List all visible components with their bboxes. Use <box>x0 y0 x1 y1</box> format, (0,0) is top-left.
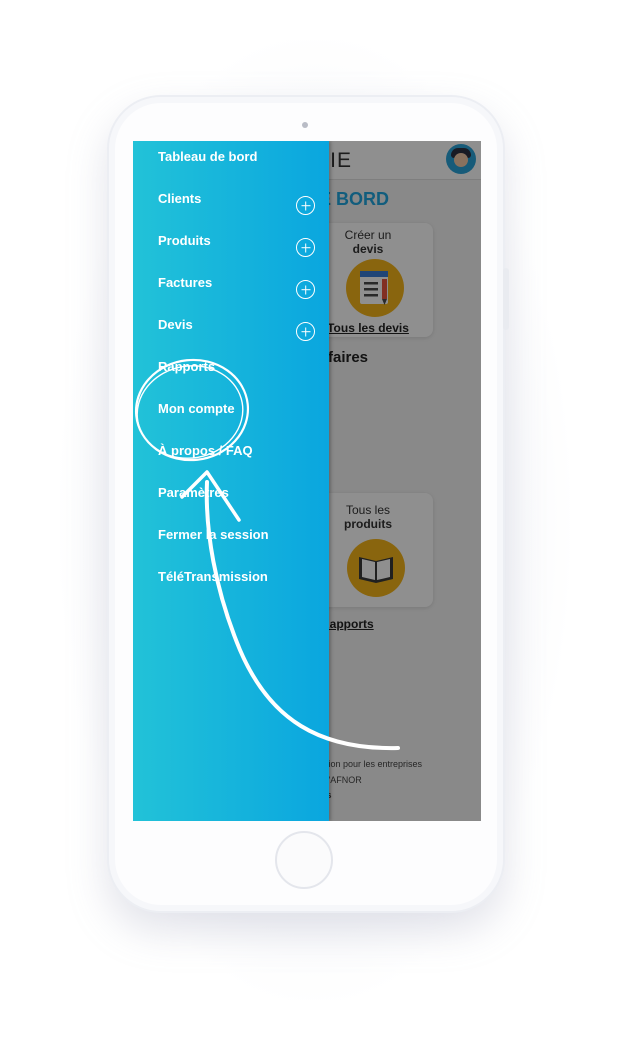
all-quotes-link[interactable]: Tous les devis <box>327 321 409 335</box>
drawer-item-label: TéléTransmission <box>158 569 268 584</box>
footer-line2: r l'AFNOR <box>321 775 362 785</box>
section-title: ffaires <box>323 349 369 366</box>
phone-side-button <box>503 268 509 330</box>
plus-circle-icon[interactable] <box>296 196 315 215</box>
drawer-item-label: Produits <box>158 233 211 248</box>
drawer-item-label: Devis <box>158 317 193 332</box>
quote-document-icon-svg <box>360 271 388 305</box>
drawer-item-label: Fermer la session <box>158 527 269 542</box>
drawer-item-7[interactable]: À propos / FAQ <box>133 443 329 485</box>
quote-document-icon <box>346 259 404 317</box>
drawer-item-9[interactable]: Fermer la session <box>133 527 329 569</box>
plus-circle-icon[interactable] <box>296 280 315 299</box>
drawer-item-label: À propos / FAQ <box>158 443 253 458</box>
create-quote-line1: Créer un <box>344 228 392 242</box>
plus-circle-icon[interactable] <box>296 322 315 341</box>
drawer-item-label: Paramètres <box>158 485 229 500</box>
drawer-item-label: Rapports <box>158 359 216 374</box>
plus-circle-icon[interactable] <box>296 238 315 257</box>
drawer-item-label: Tableau de bord <box>158 149 258 164</box>
user-avatar[interactable] <box>446 144 476 174</box>
drawer-item-label: Factures <box>158 275 213 290</box>
drawer-item-2[interactable]: Produits <box>133 233 329 275</box>
drawer-item-4[interactable]: Devis <box>133 317 329 359</box>
create-quote-card[interactable]: Créer un devis Tous les devis <box>303 223 433 337</box>
drawer-item-10[interactable]: TéléTransmission <box>133 569 329 611</box>
avatar-face <box>454 153 468 167</box>
dashboard-title: E BORD <box>319 189 390 209</box>
footer-line1: ation pour les entreprises <box>321 759 423 769</box>
home-button[interactable] <box>275 831 333 889</box>
drawer-item-label: Clients <box>158 191 202 206</box>
phone-speaker <box>302 122 308 128</box>
drawer-item-3[interactable]: Factures <box>133 275 329 317</box>
drawer-item-8[interactable]: Paramètres <box>133 485 329 527</box>
drawer-item-6[interactable]: Mon compte <box>133 401 329 443</box>
drawer-item-1[interactable]: Clients <box>133 191 329 233</box>
drawer-item-label: Mon compte <box>158 401 235 416</box>
drawer-item-5[interactable]: Rapports <box>133 359 329 401</box>
create-quote-line2: devis <box>352 242 384 256</box>
phone-screen: NIE E BORD Créer un devis <box>133 141 481 821</box>
drawer-item-0[interactable]: Tableau de bord <box>133 149 329 191</box>
